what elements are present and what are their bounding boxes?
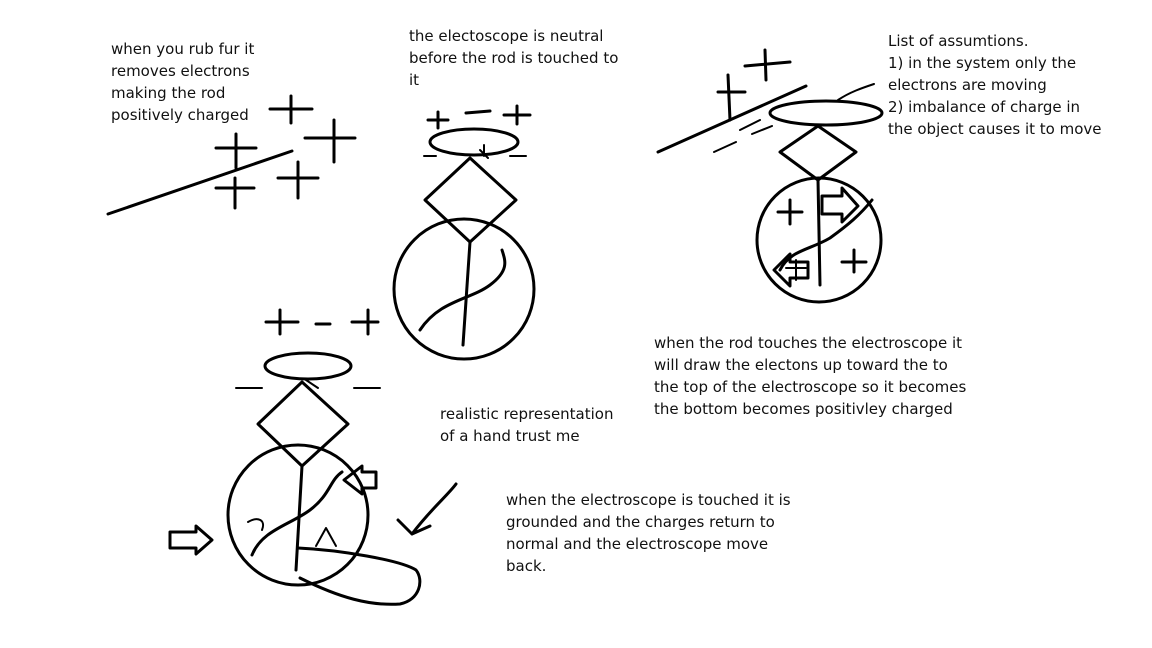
electroscope-leaf [250,470,344,557]
electroscope-cap [768,99,884,127]
cap-small-marks [235,379,381,389]
bulb-plus-2 [840,248,868,274]
charged-rod-sketch [106,94,357,216]
arrow-left-icon [342,464,378,496]
cap-charge-marks [426,104,532,130]
electroscope-diamond [778,124,858,182]
note-assumptions: List of assumtions. 1) in the system onl… [888,32,1102,138]
arrow-right-icon [168,524,214,556]
electroscope-stem [461,240,472,347]
cap-small-marks [423,144,527,159]
electroscope-bulb [226,443,370,587]
cap-tail [837,83,875,101]
rod-line [656,84,808,154]
bulb-plus-1 [776,198,804,226]
arrow-right-icon [820,186,860,224]
electroscope-bulb [392,217,536,361]
small-peak [315,527,337,547]
positive-charge-marks [214,94,357,210]
grounded-electroscope-sketch [168,308,458,606]
electroscope-bulb [755,176,883,304]
cap-charge-marks [264,308,380,336]
note-rub-fur: when you rub fur it removes electrons ma… [111,40,255,124]
neutral-electroscope-sketch [392,104,536,361]
electroscope-cap [428,127,520,157]
arrow-left-icon [772,252,810,288]
electroscope-cap [263,351,353,381]
hand-sketch-icon [396,482,458,536]
rod-line [106,149,294,216]
small-curl [247,518,264,531]
hand-outline [296,546,422,606]
electroscope-stem [816,178,822,287]
electroscope-leaf [418,248,507,332]
rod-plus-2 [716,73,747,122]
bulb-plus-3 [785,259,807,281]
electroscope-diamond [256,380,350,468]
note-neutral-electroscope: the electoscope is neutral before the ro… [409,27,619,89]
note-rod-touches: when the rod touches the electroscope it… [654,334,967,418]
note-hand: realistic representation of a hand trust… [440,405,614,445]
electron-marks [713,119,773,153]
note-grounded: when the electroscope is touched it is g… [506,491,791,575]
rod-touch-electroscope-sketch [656,48,884,304]
rod-plus-1 [743,48,792,82]
